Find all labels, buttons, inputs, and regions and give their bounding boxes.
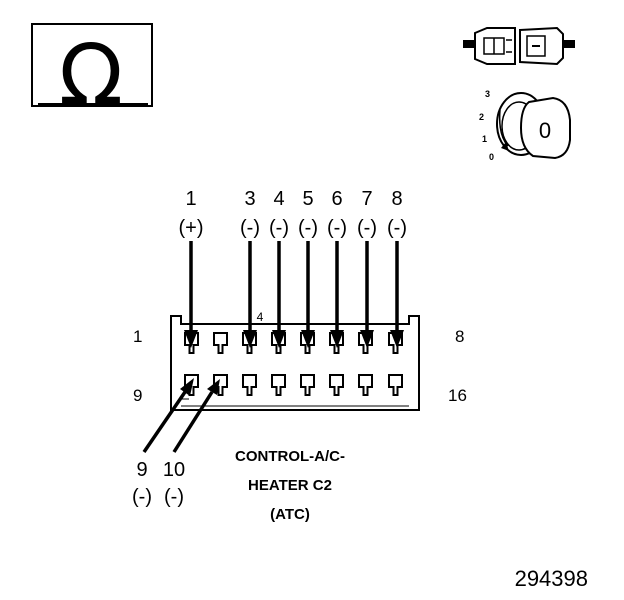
connector-title-line: (ATC) [270,506,310,523]
row-label-bottom-left: 9 [133,386,142,405]
pin-polarity: (-) [357,217,377,239]
connector-title-line: CONTROL-A/C- [235,448,345,465]
pin-arrow [172,379,220,453]
pin-number: 8 [391,188,402,210]
pin-polarity: (-) [240,217,260,239]
pin-number: 7 [361,188,372,210]
pin-polarity: (-) [164,486,184,508]
row-label-bottom-right: 16 [448,386,467,405]
top-pin-arrows [184,241,404,348]
row-label-top-right: 8 [455,327,464,346]
key-label: 0 [539,118,551,143]
pin-arrow [330,241,344,348]
pin-polarity: (+) [179,217,204,239]
ignition-position-1: 1 [482,134,487,144]
bottom-pin-arrows [142,378,220,453]
ignition-position-2: 2 [479,112,484,122]
top-pin-labels: 1 (+) 3 (-) 4 (-) 5 (-) 6 (-) 7 (-) 8 (-… [179,188,407,239]
pin-arrow [142,378,194,453]
pin-number: 4 [273,188,284,210]
pin-polarity: (-) [327,217,347,239]
pin-number: 5 [302,188,313,210]
pin-arrow [272,241,286,348]
pin-arrow [390,241,404,348]
connector-c2-face: 4 [170,310,420,411]
bottom-pin-labels: 9 (-) 10 (-) [132,459,185,508]
pin-polarity: (-) [269,217,289,239]
ignition-position-3: 3 [485,89,490,99]
pin-arrow [184,241,198,348]
connector-title-line: HEATER C2 [248,477,332,494]
pin-arrow [243,241,257,348]
pin-arrow [360,241,374,348]
connector-key-mark: 4 [257,310,264,324]
pin-number: 6 [331,188,342,210]
figure-number: 294398 [515,566,588,591]
pin-number: 3 [244,188,255,210]
pin-polarity: (-) [132,486,152,508]
ignition-key-icon: 0 3 2 1 0 [479,89,571,162]
pin-number: 1 [185,188,196,210]
row-label-top-left: 1 [133,327,142,346]
pin-polarity: (-) [298,217,318,239]
pin-number: 9 [136,459,147,481]
connector-disconnected-icon [463,26,575,66]
ohmmeter-icon: Ω [31,23,153,124]
ignition-position-0: 0 [489,152,494,162]
pin-arrow [301,241,315,348]
connector-title: CONTROL-A/C- HEATER C2 (ATC) [235,448,345,523]
pin-polarity: (-) [387,217,407,239]
pin-number: 10 [163,459,185,481]
ohm-symbol: Ω [59,26,123,124]
